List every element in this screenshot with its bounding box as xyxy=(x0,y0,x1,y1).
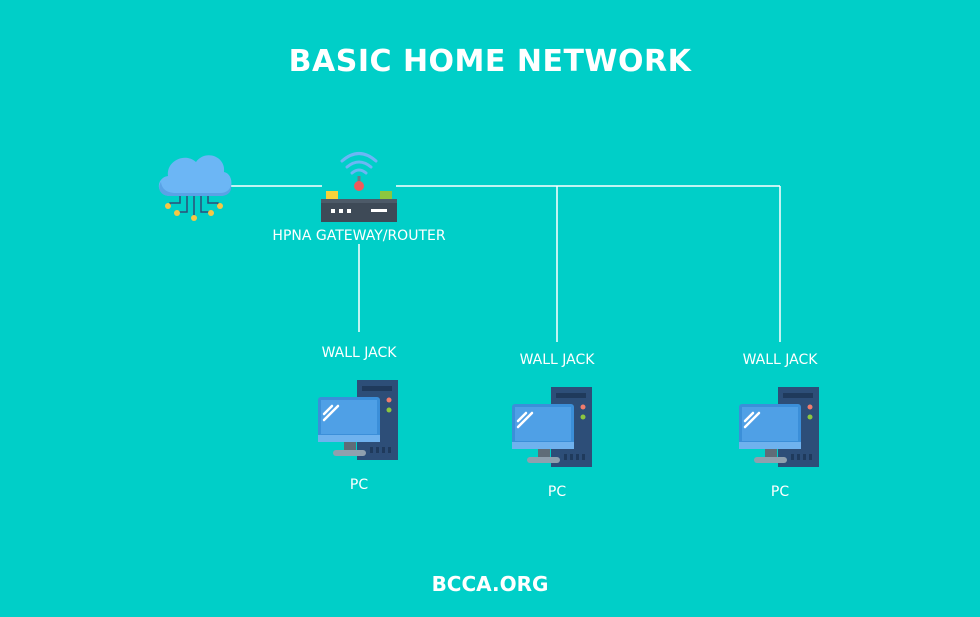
computer-icon xyxy=(739,387,819,467)
connection-lines xyxy=(228,185,781,342)
computer-icon xyxy=(512,387,592,467)
diagram-title: BASIC HOME NETWORK xyxy=(288,44,692,79)
pc-label: PC xyxy=(349,477,369,493)
wall-jack-label: WALL JACK xyxy=(321,345,397,361)
router-label: HPNA GATEWAY/ROUTER xyxy=(272,228,446,244)
wall-jack-label: WALL JACK xyxy=(519,352,595,368)
pc-label: PC xyxy=(770,484,790,500)
router-icon xyxy=(321,152,397,222)
computer-icon xyxy=(318,380,398,460)
wall-jack-label: WALL JACK xyxy=(742,352,818,368)
cloud-icon xyxy=(158,155,232,221)
pc-label: PC xyxy=(547,484,567,500)
footer-brand: BCCA.ORG xyxy=(431,572,549,596)
